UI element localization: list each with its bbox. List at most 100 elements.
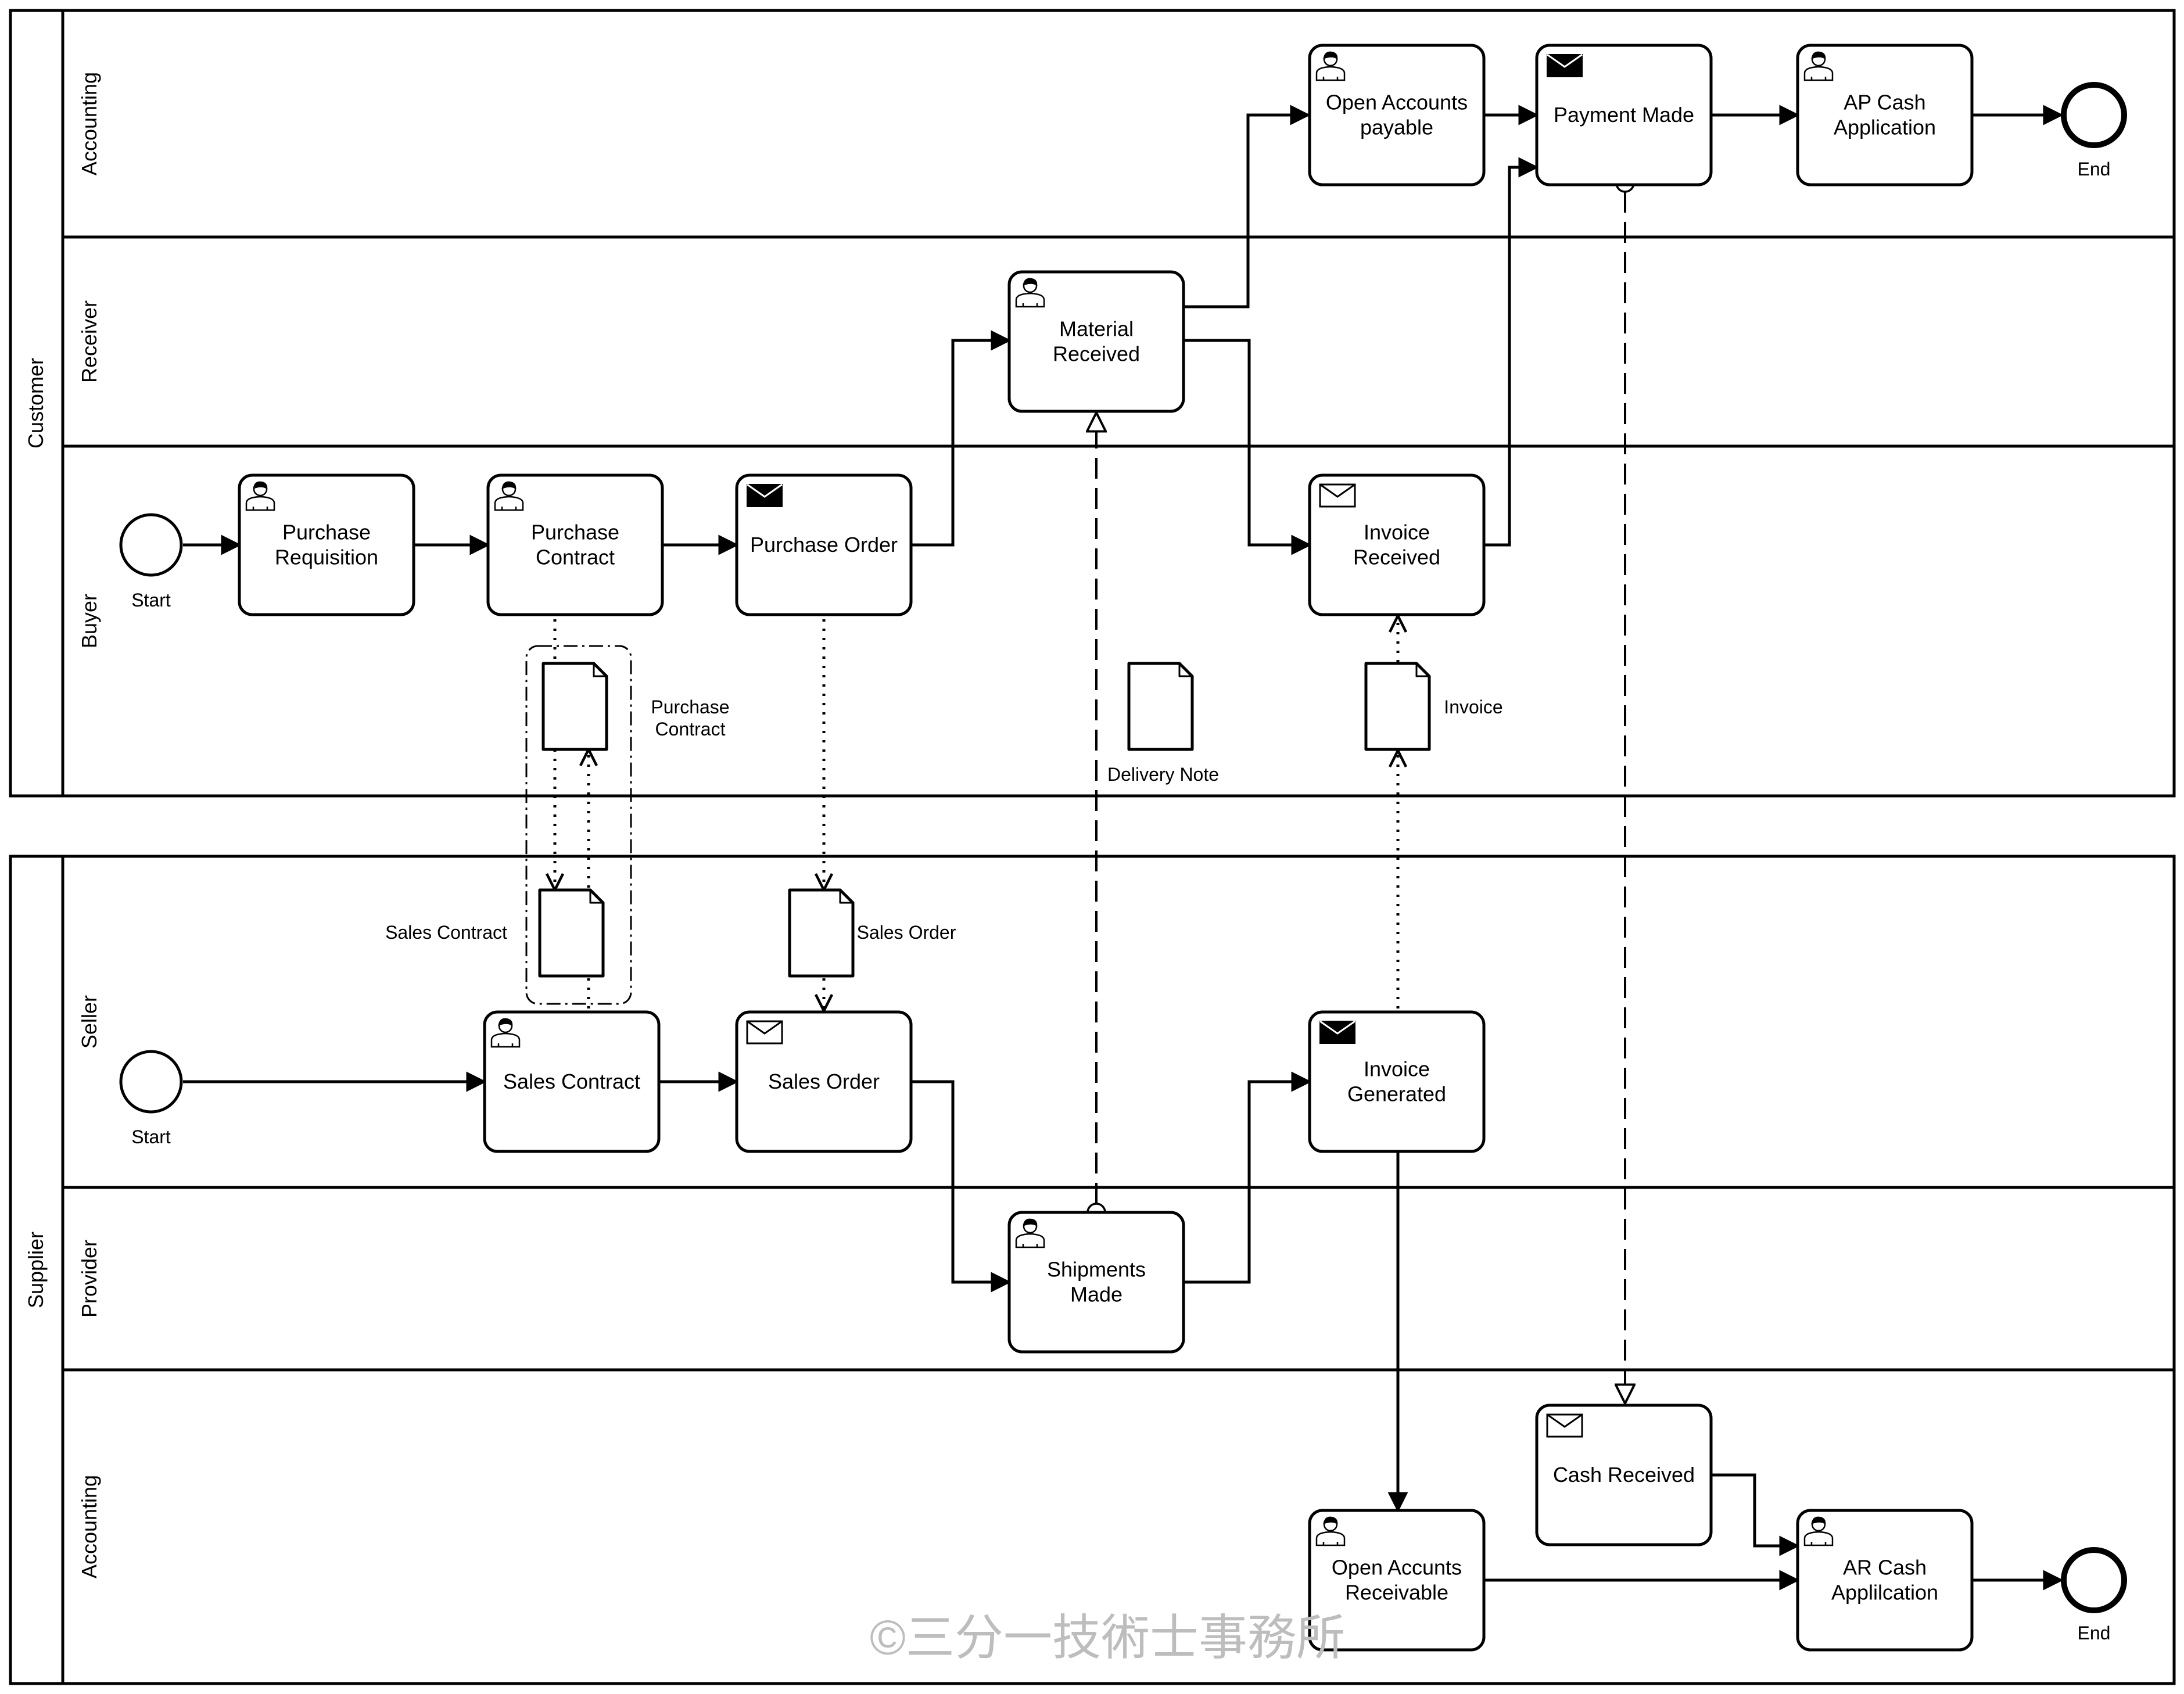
task-label: Invoice xyxy=(1364,1057,1430,1081)
task-label: payable xyxy=(1360,116,1433,139)
lane-label-receiver: Receiver xyxy=(77,300,101,383)
doc-label-purchase-contract: Purchase xyxy=(651,697,729,717)
customer-end-event[interactable] xyxy=(2061,82,2127,148)
flow-shipments-to-invoice-generated xyxy=(1184,1071,1312,1284)
doc-label-invoice: Invoice xyxy=(1444,697,1502,717)
user-icon xyxy=(1803,1516,1834,1546)
data-objects xyxy=(538,662,1431,978)
flow-material-to-open-ap xyxy=(1184,105,1311,308)
task-label: Material xyxy=(1059,317,1134,341)
task-payment-made[interactable]: Payment Made xyxy=(1535,44,1713,186)
customer-start-label: Start xyxy=(131,590,171,611)
task-label: AR Cash xyxy=(1843,1556,1927,1580)
supplier-start-event[interactable] xyxy=(119,1050,183,1114)
customer-start-event[interactable] xyxy=(119,513,183,577)
customer-pool-label: Customer xyxy=(24,358,48,448)
customer-pool: Customer Accounting Receiver Buyer xyxy=(9,9,2176,798)
task-label: Generated xyxy=(1347,1082,1446,1106)
envelope-filled-icon xyxy=(1319,1020,1355,1044)
task-label: Open Accunts xyxy=(1332,1556,1462,1580)
user-icon xyxy=(1315,1516,1346,1546)
supplier-end-event[interactable] xyxy=(2061,1547,2127,1613)
task-label: Requisition xyxy=(275,545,378,569)
supplier-start-label: Start xyxy=(131,1126,171,1147)
envelope-filled-icon xyxy=(747,483,783,507)
task-label: Payment Made xyxy=(1554,103,1694,127)
flow-invoice-received-to-payment xyxy=(1485,157,1539,547)
watermark: ©三分一技術士事務所 xyxy=(870,1610,1345,1665)
doc-label-sales-order: Sales Order xyxy=(857,922,956,943)
document-icon xyxy=(1127,662,1194,751)
data-associations xyxy=(555,616,1398,1011)
task-label: Purchase Order xyxy=(750,533,898,557)
task-label: Purchase xyxy=(531,521,619,544)
doc-purchase-contract xyxy=(541,662,608,751)
document-icon xyxy=(788,888,855,978)
task-purchase-order[interactable]: Purchase Order xyxy=(735,473,913,616)
task-label: Purchase xyxy=(282,521,371,544)
envelope-outline-icon xyxy=(1546,1413,1583,1438)
user-icon xyxy=(490,1018,521,1048)
customer-end-label: End xyxy=(2078,159,2111,180)
task-label: Invoice xyxy=(1364,521,1430,544)
supplier-pool-label: Supplier xyxy=(24,1232,48,1308)
user-icon xyxy=(494,481,524,511)
task-label: Sales Contract xyxy=(503,1069,640,1093)
flow-order-to-material xyxy=(911,330,1012,547)
supplier-pool: Supplier Seller Provider Accounting xyxy=(9,855,2176,1685)
user-icon xyxy=(1015,1218,1045,1248)
task-label: Contract xyxy=(536,545,615,569)
lane-label-provider: Provider xyxy=(77,1240,101,1318)
doc-label-purchase-contract-2: Contract xyxy=(655,719,726,740)
user-icon xyxy=(1803,51,1834,81)
task-label: Receivable xyxy=(1345,1581,1448,1605)
task-label: Made xyxy=(1070,1283,1123,1307)
supplier-end-label: End xyxy=(2078,1623,2111,1643)
envelope-filled-icon xyxy=(1547,53,1583,77)
flow-material-to-invoice-received xyxy=(1184,339,1312,555)
events: Start End Start End xyxy=(119,82,2127,1643)
document-icon xyxy=(541,662,608,751)
task-label: Received xyxy=(1053,342,1140,366)
task-label: Open Accounts xyxy=(1326,91,1468,114)
doc-delivery-note xyxy=(1127,662,1194,751)
task-cash-received[interactable]: Cash Received xyxy=(1535,1404,1713,1546)
task-label: Sales Order xyxy=(768,1069,880,1093)
flow-sales-order-to-shipments xyxy=(911,1080,1012,1293)
doc-sales-order xyxy=(788,888,855,978)
task-label: AP Cash xyxy=(1844,91,1925,114)
doc-sales-contract xyxy=(538,888,605,978)
task-label: Applilcation xyxy=(1831,1581,1938,1605)
user-icon xyxy=(1315,51,1346,81)
envelope-outline-icon xyxy=(746,1020,783,1045)
task-label: Application xyxy=(1834,116,1936,139)
task-sales-order[interactable]: Sales Order xyxy=(735,1010,913,1153)
document-icon xyxy=(538,888,605,978)
envelope-outline-icon xyxy=(1319,483,1356,508)
task-sales-contract[interactable]: Sales Contract xyxy=(483,1010,661,1153)
doc-label-delivery-note: Delivery Note xyxy=(1107,764,1219,785)
lane-label-seller: Seller xyxy=(77,995,101,1049)
user-icon xyxy=(1015,278,1045,308)
task-label: Shipments xyxy=(1047,1258,1146,1282)
tasks: PurchaseRequisitionPurchaseContractPurch… xyxy=(238,44,1974,1652)
lane-label-customer-accounting: Accounting xyxy=(77,72,101,175)
user-icon xyxy=(245,481,275,511)
doc-invoice xyxy=(1364,662,1431,751)
sequence-flows xyxy=(183,105,2064,1591)
lane-label-supplier-accounting: Accounting xyxy=(77,1475,101,1578)
document-icon xyxy=(1364,662,1431,751)
doc-label-sales-contract: Sales Contract xyxy=(385,922,507,943)
flow-cash-received-to-ar-cash xyxy=(1712,1473,1800,1556)
